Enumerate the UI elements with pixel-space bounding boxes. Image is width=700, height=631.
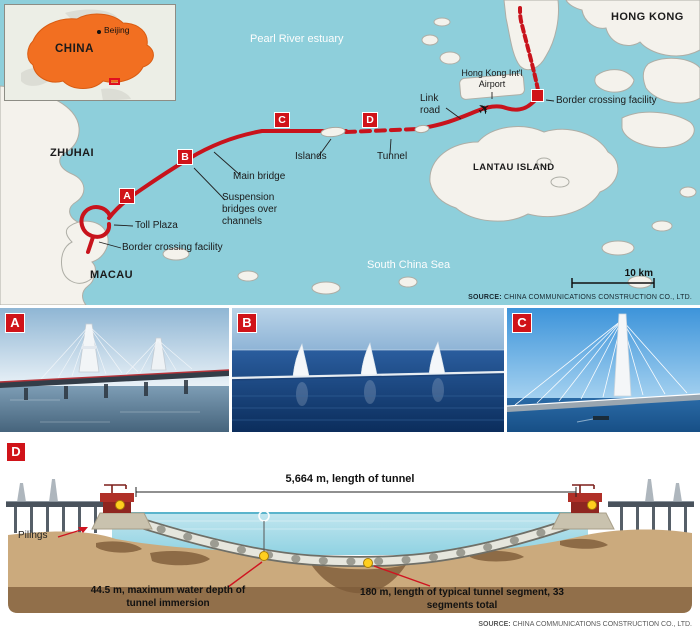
route-macau-stem [86, 235, 95, 254]
beijing-dot [97, 30, 101, 34]
china-label: CHINA [55, 43, 94, 55]
route-toll-loop [79, 205, 112, 239]
border-crossing-hk-marker [531, 89, 544, 102]
east-portal-island [551, 484, 615, 530]
artificial-islands [320, 124, 430, 138]
photo-c-illustration [507, 308, 700, 432]
pilings-label: Pilings [18, 530, 48, 541]
seabed-base [8, 587, 692, 613]
land-kowloon [594, 69, 635, 93]
diagram-source-label: SOURCE: [478, 621, 511, 628]
estuary-label: Pearl River estuary [250, 33, 344, 45]
marker-d: D [362, 112, 378, 128]
photo-b: B [232, 308, 504, 432]
macau-label: MACAU [90, 269, 133, 281]
delta-region-marker [109, 78, 120, 85]
length-measure-line [135, 487, 577, 497]
photo-strip: A B [0, 308, 700, 432]
marker-a: A [119, 188, 135, 204]
photo-c-badge: C [512, 313, 532, 333]
land-lantau [429, 126, 619, 222]
pointer-lines [98, 92, 555, 249]
land-airport-island [459, 73, 525, 100]
marker-b: B [177, 149, 193, 165]
callout-lines [57, 528, 431, 588]
scale-label: 10 km [625, 268, 653, 279]
land-hk-island [621, 111, 695, 149]
south-china-sea-label: South China Sea [367, 259, 451, 271]
land-hk-east [642, 57, 700, 104]
inset-illustration [21, 9, 154, 100]
photo-a-badge: A [5, 313, 25, 333]
scale-bar: 10 km [571, 268, 655, 288]
map-source-text: CHINA COMMUNICATIONS CONSTRUCTION CO., L… [501, 294, 692, 301]
segment-length-label: 180 m, length of typical tunnel segment,… [360, 587, 564, 611]
link-road-label: Link road [420, 93, 441, 116]
diagram-source: SOURCE: CHINA COMMUNICATIONS CONSTRUCTIO… [478, 621, 692, 628]
inset-map: Beijing CHINA [4, 4, 176, 101]
map-section: 10 km Beijing CHINA Pearl River estuary … [0, 0, 700, 305]
toll-plaza-label: Toll Plaza [135, 220, 178, 231]
west-island [320, 126, 346, 138]
diagram-badge: D [6, 442, 26, 462]
map-source-label: SOURCE: [468, 294, 502, 301]
photo-a-illustration [0, 308, 229, 432]
small-islands [162, 17, 697, 295]
beijing-label: Beijing [104, 25, 130, 35]
photo-c: C [507, 308, 700, 432]
tunnel-length-label: 5,664 m, length of tunnel [285, 473, 415, 485]
seabed-sediment [96, 538, 608, 594]
route-tunnel-dashed [344, 127, 419, 134]
zhuhai-label: ZHUHAI [50, 147, 94, 159]
tunnel-diagram [6, 479, 694, 613]
lantau-label: LANTAU ISLAND [473, 162, 555, 173]
map-source: SOURCE: CHINA COMMUNICATIONS CONSTRUCTIO… [468, 294, 692, 301]
photo-a: A [0, 308, 229, 432]
route-hk-dashed [518, 6, 540, 92]
photo-b-illustration [232, 308, 504, 432]
suspension-bridges-label: Suspension bridges over channels [222, 192, 278, 227]
airport-label: Hong Kong Int'l Airport [461, 68, 523, 89]
east-island [414, 124, 430, 134]
tunnel-label: Tunnel [377, 151, 408, 162]
main-bridge-label: Main bridge [233, 171, 286, 182]
water-depth-label: 44.5 m, maximum water depth of tunnel im… [90, 585, 246, 609]
pilings-arrowhead [78, 527, 88, 533]
hong-kong-label: HONG KONG [611, 11, 684, 23]
landmasses [0, 0, 700, 305]
marker-c: C [274, 112, 290, 128]
inset-china-shape [27, 13, 154, 89]
map-illustration: 10 km [0, 0, 700, 305]
segment-markers [115, 500, 597, 568]
pilings-piers [14, 507, 687, 533]
border-crossing-macau-label: Border crossing facility [122, 242, 223, 253]
approach-bridges [6, 479, 694, 533]
photo-b-badge: B [237, 313, 257, 333]
tunnel-tube [128, 515, 584, 567]
islands-label: Islands [295, 151, 327, 162]
border-crossing-hk-label: Border crossing facility [556, 95, 657, 106]
land-hk-north [565, 0, 700, 57]
diagram-source-text: CHINA COMMUNICATIONS CONSTRUCTION CO., L… [510, 621, 692, 628]
tunnel-diagram-section: D 5,664 m, length of tunnel Pilings 44.5… [0, 435, 700, 631]
